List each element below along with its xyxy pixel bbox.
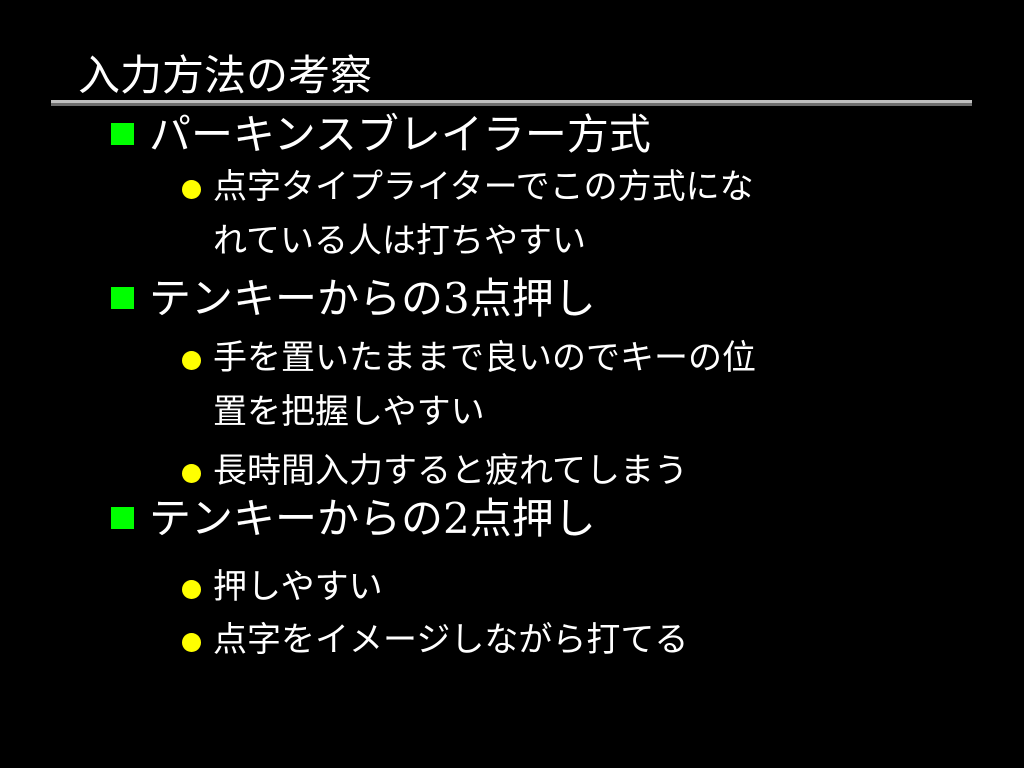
sub-bullet-line: 点字をイメージしながら打てる [213,620,689,660]
bullet-text: パーキンスブレイラー方式 [149,110,651,159]
title-divider-dark [51,103,972,106]
sub-bullet-text: 点字タイプライターでこの方式にな れている人は打ちやすい [213,160,893,268]
sub-bullet-text: 点字をイメージしながら打てる [213,613,893,667]
yellow-circle-bullet-icon [182,464,201,483]
sub-bullet-text: 手を置いたままで良いのでキーの位 置を把握しやすい [213,331,893,439]
sub-bullet-line: 長時間入力すると疲れてしまう [213,451,688,491]
green-square-bullet-icon [111,287,134,309]
slide-title: 入力方法の考察 [78,51,373,100]
sub-bullet-text: 長時間入力すると疲れてしまう [213,444,893,498]
bullet-text: テンキーからの2点押し [149,494,596,543]
bullet-text: テンキーからの3点押し [149,274,596,323]
yellow-circle-bullet-icon [182,180,201,199]
green-square-bullet-icon [111,123,134,145]
title-divider-light [51,100,972,103]
sub-bullet-line: 手を置いたままで良いのでキーの位 [213,338,756,378]
yellow-circle-bullet-icon [182,351,201,370]
sub-bullet-line: れている人は打ちやすい [213,221,586,261]
sub-bullet-line: 押しやすい [213,567,383,607]
green-square-bullet-icon [111,507,134,529]
sub-bullet-line: 置を把握しやすい [213,392,485,432]
yellow-circle-bullet-icon [182,580,201,599]
sub-bullet-text: 押しやすい [213,560,893,614]
yellow-circle-bullet-icon [182,633,201,652]
title-divider [51,100,972,106]
sub-bullet-line: 点字タイプライターでこの方式にな [213,167,754,207]
